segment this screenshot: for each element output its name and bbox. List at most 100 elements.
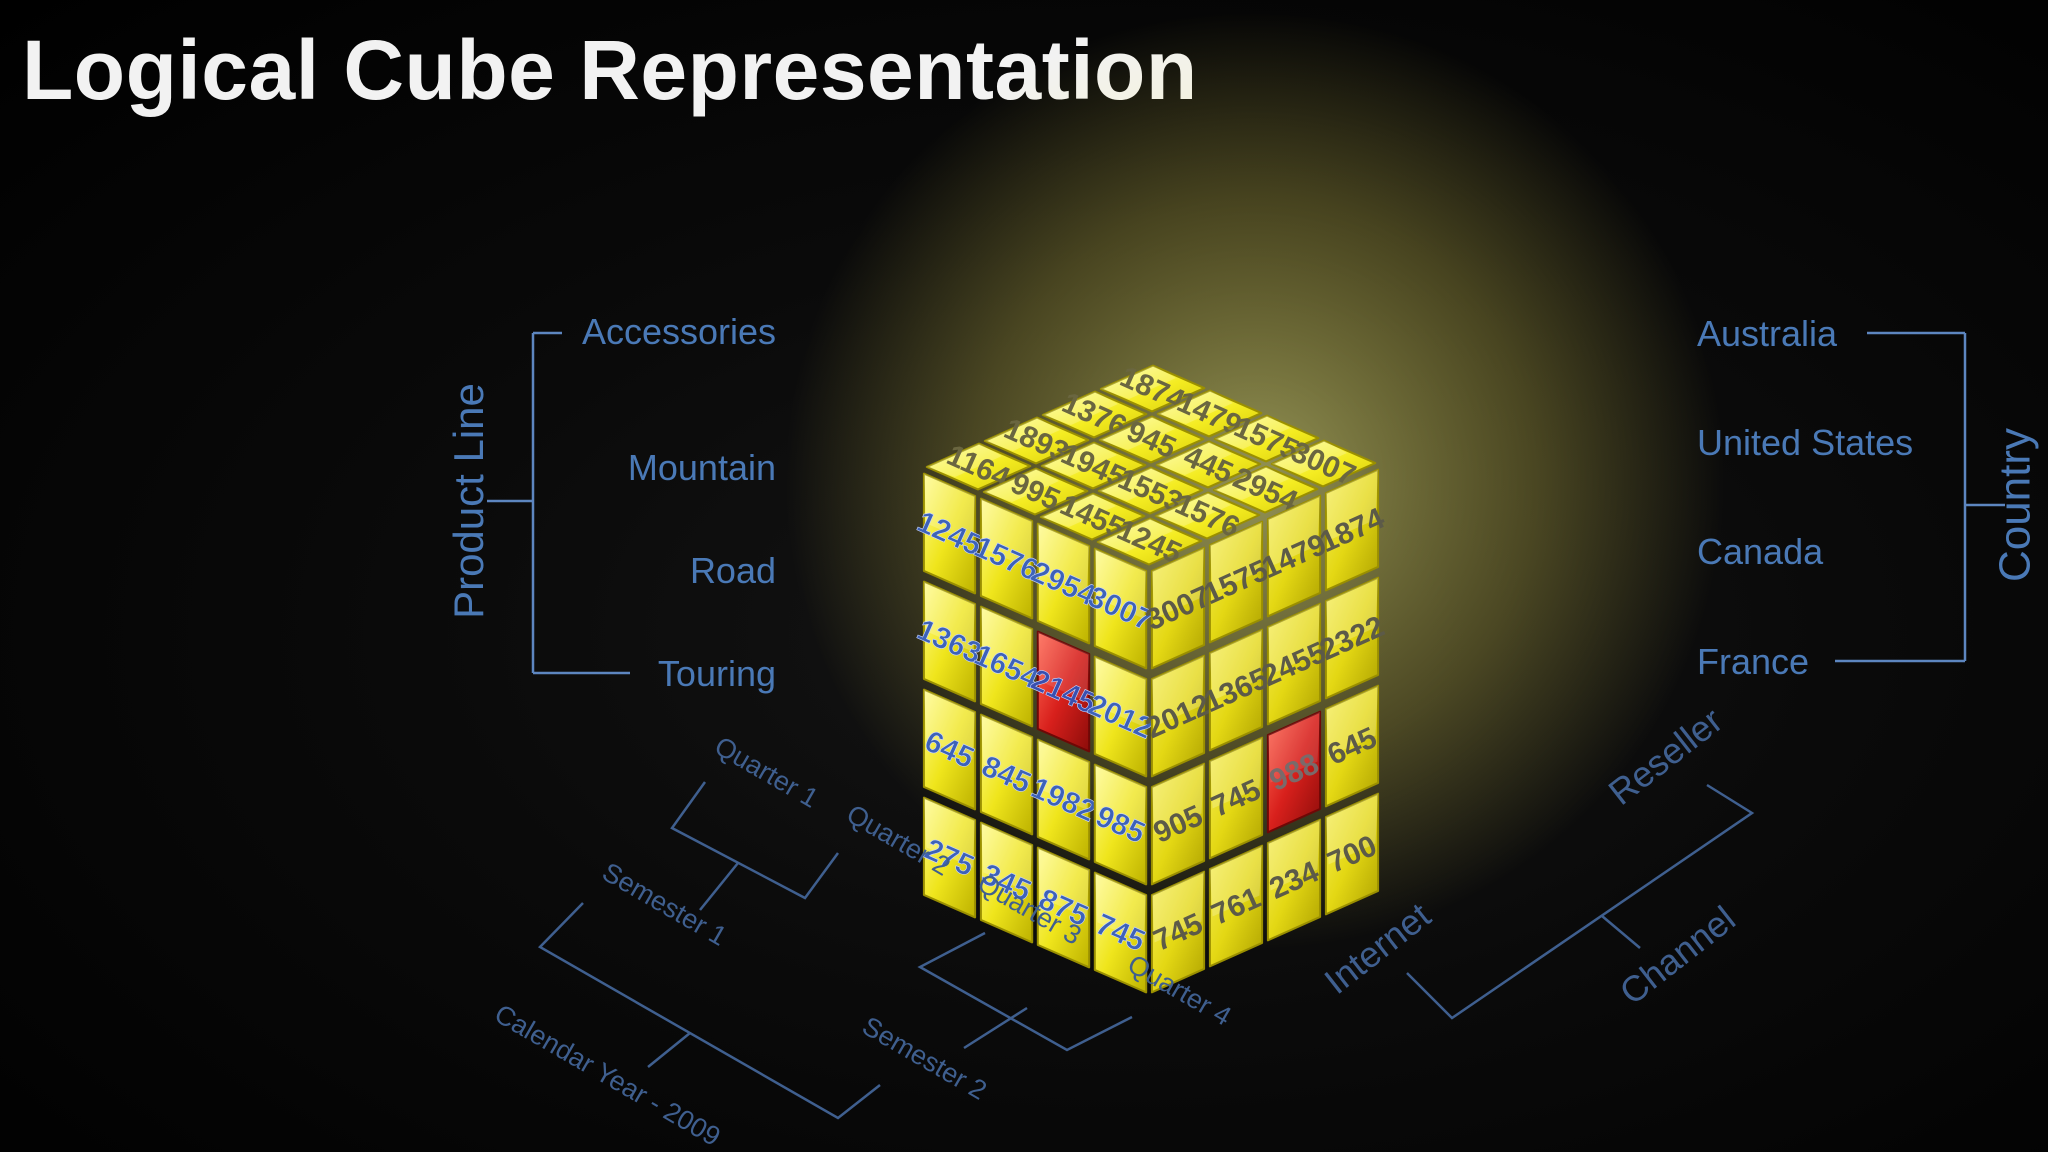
cube-cell-left [922,688,977,811]
cube-cell-sheen [980,498,1033,569]
cube-cell-right [1150,654,1206,778]
cube-cell-left [1093,871,1148,994]
country-australia: Australia [1697,313,1838,354]
cube-cell-top [1040,441,1147,490]
cube-cell-top [1039,492,1146,541]
cube-cell-right [1208,736,1264,860]
cube-cell-right [1150,546,1206,670]
cube-cell-sheen [1041,442,1117,476]
country-canada: Canada [1697,531,1824,572]
cube-cell-sheen [1100,365,1176,399]
time-calendar-year: Calendar Year - 2009 [489,998,725,1152]
cube-cell-sheen [1156,441,1232,475]
cube-cell-right [1266,494,1322,618]
cube-cell-sheen [923,473,976,544]
time-semester-1: Semester 1 [597,857,732,952]
cube-cell-sheen [1151,655,1205,727]
cube-cell-top [1099,364,1206,413]
cube-cell-sheen [984,417,1060,451]
country-united-states: United States [1697,422,1913,463]
cube-cell-top [1041,390,1148,439]
time-quarter-1: Quarter 1 [710,731,824,814]
cube-cell-right [1324,792,1380,916]
cube-cell-left [1093,655,1148,778]
cube-cell-left [1036,846,1091,969]
cube-cell-left [979,713,1034,836]
cube-cell-right [1208,520,1264,644]
cube-cell-left [922,472,977,595]
time-bracket [537,781,1133,1120]
product-touring: Touring [658,653,776,694]
cube-cell-sheen [1209,845,1263,917]
cube-cell-sheen [1267,495,1321,567]
cube-cell-left [1036,738,1091,861]
cube-cell-top [1096,517,1203,566]
cube-cell-sheen [1037,847,1090,918]
cube-cell-sheen [1040,493,1116,527]
cube-cell-sheen [1267,819,1321,891]
cube-cell-sheen [1151,871,1205,943]
cube-cell-left-highlighted [1036,630,1091,753]
cube-cell-right [1208,628,1264,752]
cube-cell-sheen [1151,547,1205,619]
cube-cell-sheen [980,606,1033,677]
cube-cell-top [925,442,1032,491]
cube-cell-sheen [1098,467,1174,501]
cube-cell-left [922,796,977,919]
cube-cell-sheen [923,797,976,868]
product-line-bracket [487,331,630,675]
cube-cell-top [1212,465,1319,514]
cube-cell-sheen [1325,577,1379,649]
cube-cell-sheen [1325,469,1379,541]
cube-cell-right [1266,818,1322,942]
cube-cell-sheen [1037,631,1090,702]
cube-cell-top [1155,440,1262,489]
cube-cell-sheen [1037,739,1090,810]
cube-cell-left [979,821,1034,944]
cube-cell-sheen [1271,440,1347,474]
cube-cell-sheen [1209,521,1263,593]
cube-cell-sheen [1325,685,1379,757]
cube-cell-right [1324,576,1380,700]
cube-cell-left [979,497,1034,620]
cube-cell-sheen [1042,391,1118,425]
cube-cell-right [1150,762,1206,886]
cube-cell-left [1093,547,1148,670]
cube-cell-left [1093,763,1148,886]
cube-cell-sheen [926,443,1002,477]
cube-cell-right [1324,468,1380,592]
cube-cell-top [1156,389,1263,438]
cube-cell-left [1036,522,1091,645]
cube-cell-sheen [980,822,1033,893]
cube-cell-top [1098,415,1205,464]
product-mountain: Mountain [628,447,776,488]
cube-cell-sheen [1157,390,1233,424]
product-accessories: Accessories [582,311,776,352]
cube-cell-right [1208,844,1264,968]
cube-cell-top [1097,466,1204,515]
cube-cell-top [982,467,1089,516]
country-title: Country [1991,428,2040,582]
cube-cell-sheen [1151,763,1205,835]
cube-cell-sheen [1094,656,1147,727]
time-semester-2: Semester 2 [857,1011,992,1106]
cube-cell-left [979,605,1034,728]
cube-cell-right [1150,870,1206,994]
cube-cell-sheen [1214,415,1290,449]
cube-cell-sheen [923,689,976,760]
cube-cell-sheen [1325,793,1379,865]
cube-cell-sheen [1209,737,1263,809]
cube-cell-sheen [1155,492,1231,526]
cube-cell-left [922,580,977,703]
cube-cell-sheen [1099,416,1175,450]
cube-cell-sheen [1094,548,1147,619]
cube-cell-sheen [1094,872,1147,943]
product-road: Road [690,550,776,591]
cube-cell-sheen [1037,523,1090,594]
cube-cell-sheen [1209,629,1263,701]
country-bracket [1835,331,2005,663]
cube-cell-sheen [1267,603,1321,675]
data-cube: 1164189313761874995194594514791455155344… [912,360,1390,994]
